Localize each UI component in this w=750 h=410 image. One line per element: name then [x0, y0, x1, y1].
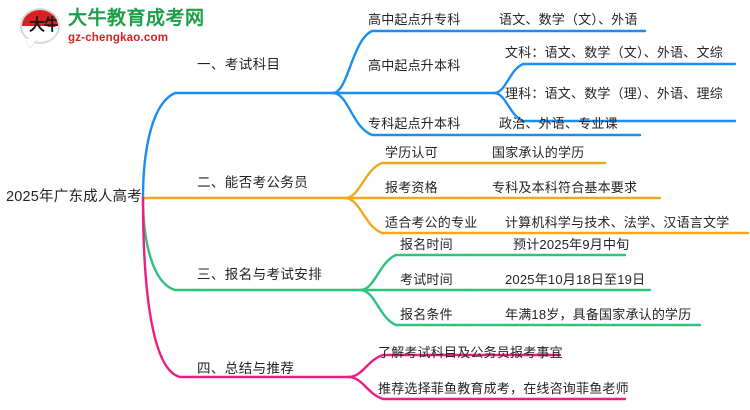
- logo-wordmark: 大牛教育成考网 gz-chengkao.com: [68, 8, 232, 46]
- logo-bubble-tail: [25, 39, 37, 48]
- logo-bubble-shape: 大牛: [20, 8, 60, 44]
- logo-mark-icon: 大牛: [18, 8, 62, 50]
- branch3-child-1[interactable]: 报名时间: [400, 237, 453, 252]
- logo-title: 大牛教育成考网: [68, 8, 205, 29]
- branch3-child1-value-1[interactable]: 预计2025年9月中旬: [513, 237, 630, 252]
- wire-branch1-child1: [331, 29, 496, 95]
- branch2-child3-value-1[interactable]: 计算机科学与技术、法学、汉语言文学: [505, 215, 730, 230]
- branch2-child-1[interactable]: 学历认可: [385, 145, 438, 160]
- wire-b1c2-value2: [492, 91, 737, 123]
- branch1-child-3[interactable]: 专科起点升本科: [368, 116, 461, 131]
- branch2-child2-value-1[interactable]: 专科及本科符合基本要求: [492, 180, 638, 195]
- branch2-child1-value-1[interactable]: 国家承认的学历: [492, 145, 585, 160]
- wire-root-to-branch1: [141, 91, 195, 200]
- branch1-child2-value-2[interactable]: 理科：语文、数学（理）、外语、理综: [505, 86, 723, 101]
- branch-node-4[interactable]: 四、总结与推荐: [197, 361, 295, 376]
- wire-branch2-child3: [343, 196, 499, 235]
- branch1-child3-value-1[interactable]: 政治、外语、专业课: [499, 116, 618, 131]
- branch3-child-2[interactable]: 考试时间: [400, 272, 453, 287]
- branch3-child-3[interactable]: 报名条件: [400, 307, 453, 322]
- site-logo: 大牛 大牛教育成考网 gz-chengkao.com: [18, 6, 230, 52]
- branch2-child-2[interactable]: 报考资格: [385, 180, 438, 195]
- wire-root-to-branch4: [141, 196, 195, 379]
- branch3-child3-value-1[interactable]: 年满18岁，具备国家承认的学历: [505, 307, 692, 322]
- wire-branch3-child3: [358, 288, 472, 327]
- branch3-child2-value-1[interactable]: 2025年10月18日至19日: [505, 272, 646, 287]
- branch1-child2-value-1[interactable]: 文科：语文、数学（文）、外语、文综: [505, 45, 723, 60]
- logo-red-accent: [47, 15, 56, 27]
- logo-url: gz-chengkao.com: [68, 32, 169, 44]
- branch2-child-3[interactable]: 适合考公的专业: [385, 215, 478, 230]
- wire-branch4-child2: [346, 375, 627, 401]
- wire-root-to-branch3: [141, 196, 195, 292]
- branch4-child-2[interactable]: 推荐选择菲鱼教育成考，在线咨询菲鱼老师: [378, 381, 629, 396]
- wire-branch1-child3: [331, 91, 496, 137]
- branch-node-3[interactable]: 三、报名与考试安排: [197, 267, 323, 282]
- branch1-child-2[interactable]: 高中起点升本科: [368, 58, 461, 73]
- branch1-child1-value-1[interactable]: 语文、数学（文）、外语: [499, 12, 638, 27]
- branch-node-1[interactable]: 一、考试科目: [197, 57, 281, 72]
- logo-mark-text: 大牛: [28, 17, 59, 34]
- branch1-child-1[interactable]: 高中起点升专科: [368, 12, 461, 27]
- branch4-child-1[interactable]: 了解考试科目及公务员报考事宜: [378, 345, 563, 360]
- mindmap-root-node[interactable]: 2025年广东成人高考: [6, 189, 142, 205]
- branch-node-2[interactable]: 二、能否考公务员: [197, 175, 309, 190]
- wire-b1c2-value1: [492, 62, 737, 95]
